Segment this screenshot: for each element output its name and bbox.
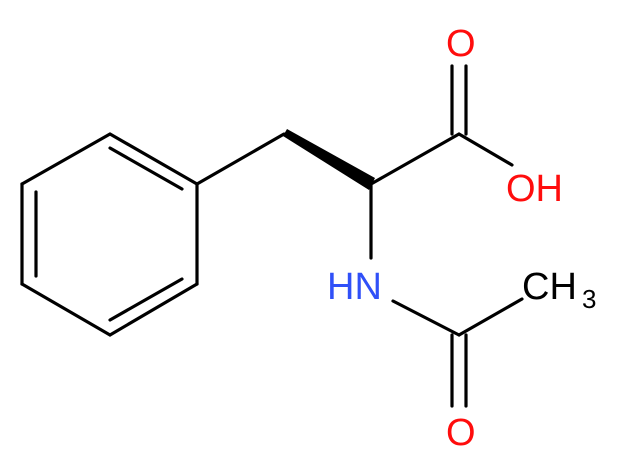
ring-double-bond — [108, 146, 184, 191]
amide-bond — [391, 299, 461, 337]
methyl-bond — [457, 297, 524, 337]
methyl-subscript: 3 — [582, 284, 596, 314]
ring-double-bond — [108, 277, 184, 322]
alpha-carboxyl-bond — [369, 132, 461, 186]
amine-label: HN — [327, 266, 382, 308]
ring-bond — [108, 132, 199, 186]
hydroxyl-bond — [457, 132, 514, 167]
hydroxyl-label: OH — [506, 168, 563, 210]
wedge-bond — [283, 129, 375, 190]
benzyl-bond — [195, 132, 286, 186]
carbonyl-oxygen-label: O — [446, 23, 476, 65]
amide-oxygen-label: O — [446, 412, 476, 454]
benzene-ring — [20, 132, 199, 337]
ring-bond — [108, 282, 199, 337]
ring-bond — [20, 282, 112, 337]
ring-bond — [20, 132, 112, 186]
methyl-label: CH — [522, 266, 577, 308]
